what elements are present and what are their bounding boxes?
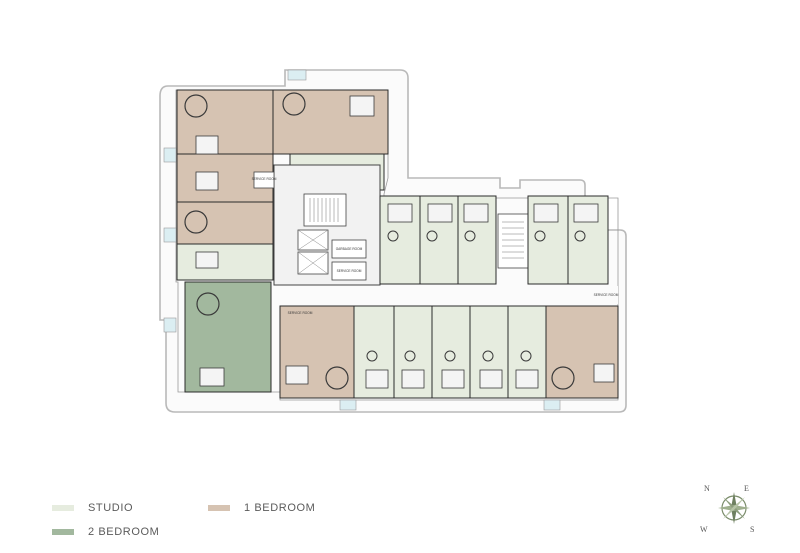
bed (515, 369, 539, 389)
bed (427, 203, 453, 223)
corridor (274, 286, 618, 304)
bed (441, 369, 465, 389)
compass-n: N (704, 484, 710, 493)
service-room-core (331, 261, 367, 281)
compass-s: S (750, 525, 754, 534)
bed (479, 369, 503, 389)
round-seat (366, 350, 378, 362)
bed (365, 369, 389, 389)
round-table (184, 94, 208, 118)
service-room-label: SERVICE ROOM (288, 311, 313, 315)
compass-rose-icon: N E W S (700, 484, 754, 534)
unit-1br-left-3 (176, 201, 274, 245)
round-seat (534, 230, 546, 242)
service-room-label: SERVICE ROOM (594, 293, 619, 297)
bed (533, 203, 559, 223)
round-table (184, 210, 208, 234)
legend-studio-swatch (52, 505, 74, 511)
service-room-label: SERVICE ROOM (252, 177, 277, 181)
round-table (325, 366, 349, 390)
legend-2br-label: 2 BEDROOM (88, 526, 160, 538)
legend-studio-label: STUDIO (88, 502, 134, 514)
legend-1br-label: 1 BEDROOM (244, 502, 316, 514)
round-seat (574, 230, 586, 242)
round-seat (520, 350, 532, 362)
legend-1br: 1 BEDROOM (208, 502, 315, 514)
bed (573, 203, 599, 223)
balcony (543, 399, 561, 411)
service-room-label: SERVICE ROOM (337, 269, 362, 273)
round-seat (426, 230, 438, 242)
compass-e: E (744, 484, 749, 493)
round-seat (482, 350, 494, 362)
garbage-room-label: GARBAGE ROOM (336, 247, 363, 251)
round-seat (404, 350, 416, 362)
unit-studio-left (176, 243, 274, 281)
unit-1br-bottom-right (545, 305, 619, 399)
stairs-core (303, 193, 347, 227)
garbage-room (331, 239, 367, 259)
round-seat (444, 350, 456, 362)
legend-1br-swatch (208, 505, 230, 511)
compass-w: W (700, 525, 708, 534)
inner-wall (175, 89, 619, 401)
balcony (287, 69, 307, 81)
bed (387, 203, 413, 223)
round-seat (387, 230, 399, 242)
bed (195, 135, 219, 155)
balcony (163, 227, 177, 243)
bed (463, 203, 489, 223)
bed (285, 365, 309, 385)
balcony (163, 147, 177, 163)
bed (199, 367, 225, 387)
bed (349, 95, 375, 117)
unit-1br-top-left (176, 89, 274, 155)
stairs-right (497, 213, 529, 269)
round-table (282, 92, 306, 116)
round-table (551, 366, 575, 390)
unit-2br (184, 281, 272, 393)
round-seat (464, 230, 476, 242)
service-room-top (253, 171, 275, 189)
legend-studio: STUDIO (52, 502, 133, 514)
balcony (163, 317, 177, 333)
bed (195, 251, 219, 269)
bed (401, 369, 425, 389)
bed (593, 363, 615, 383)
legend-2br: 2 BEDROOM (52, 526, 159, 538)
balcony (339, 399, 357, 411)
legend-2br-swatch (52, 529, 74, 535)
round-table (196, 292, 220, 316)
bed (195, 171, 219, 191)
